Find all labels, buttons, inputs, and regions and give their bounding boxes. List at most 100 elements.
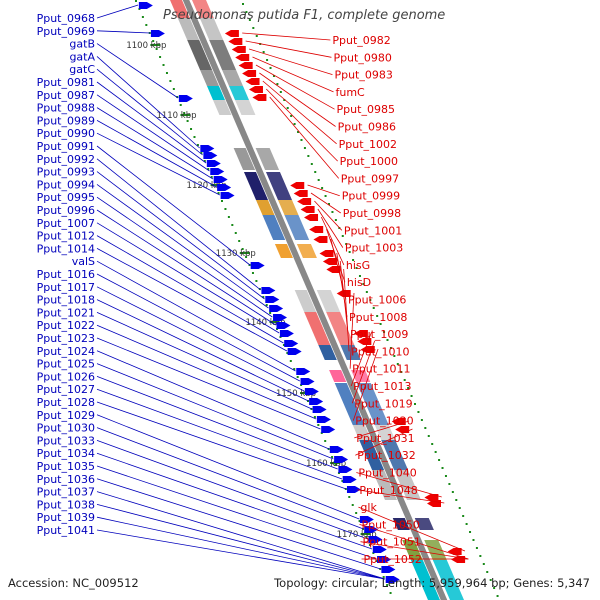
scale-dot	[238, 240, 241, 242]
right-gene-arrow	[313, 236, 328, 243]
right-gene-label: Pput_1032	[357, 449, 415, 462]
scale-dot	[276, 83, 279, 85]
left-label-connector	[96, 81, 207, 164]
feature-block	[359, 440, 385, 470]
scale-dot	[217, 192, 220, 194]
right-gene-label: Pput_1006	[348, 294, 406, 307]
left-label-connector	[96, 363, 334, 460]
right-gene-label: Pput_1050	[361, 518, 419, 531]
scale-dot	[193, 136, 196, 138]
right-gene-arrow	[228, 38, 243, 45]
feature-block	[200, 70, 219, 86]
right-gene-arrow	[424, 494, 439, 501]
feature-block	[192, 0, 214, 18]
feature-block	[265, 172, 292, 200]
scale-dot	[341, 235, 344, 237]
scale-dot	[183, 112, 186, 114]
right-gene-label: Pput_1019	[354, 397, 412, 410]
left-gene-label: Pput_0992	[37, 153, 95, 166]
scale-dot	[328, 203, 330, 205]
scale-dot	[251, 272, 254, 274]
scale-dot	[334, 464, 337, 466]
feature-block	[256, 200, 275, 215]
scale-dot	[451, 491, 454, 493]
left-label-connector	[96, 478, 381, 570]
right-gene-label: hisG	[346, 259, 370, 272]
scale-dot	[317, 179, 320, 181]
left-gene-arrow	[321, 426, 336, 433]
right-gene-arrow	[309, 226, 324, 233]
left-label-connector	[96, 376, 338, 470]
left-gene-label: Pput_1029	[37, 409, 95, 422]
feature-block	[394, 470, 421, 500]
scale-dot	[434, 451, 437, 453]
feature-block	[213, 100, 232, 115]
left-gene-arrow	[329, 446, 344, 453]
left-gene-arrow	[210, 168, 225, 175]
feature-block	[372, 470, 397, 500]
right-gene-arrow	[231, 46, 246, 53]
left-gene-arrow	[213, 176, 228, 183]
left-gene-arrow	[316, 416, 331, 423]
scale-dot	[455, 499, 458, 501]
right-label-connector	[252, 56, 334, 93]
left-gene-label: valS	[72, 255, 95, 268]
feature-block	[432, 560, 464, 600]
left-gene-arrow	[385, 576, 400, 583]
scale-dot	[331, 456, 334, 458]
right-gene-arrow	[395, 426, 410, 433]
scale-dot	[362, 283, 365, 285]
scale-dot	[200, 152, 203, 154]
scale-dot	[245, 256, 248, 258]
right-gene-label: Pput_0982	[332, 34, 390, 47]
scale-dot	[324, 440, 327, 442]
scale-dot	[186, 120, 189, 122]
accession-text: Accession: NC_009512	[8, 576, 139, 590]
scale-dot	[286, 352, 289, 354]
scale-dot	[369, 299, 372, 301]
left-gene-arrow	[250, 262, 265, 269]
scale-dot	[162, 64, 165, 66]
scale-dot	[355, 512, 358, 514]
left-label-connector	[96, 120, 217, 188]
right-gene-arrow	[224, 30, 239, 37]
left-gene-arrow	[276, 322, 291, 329]
scale-dot	[424, 427, 427, 429]
scale-dot	[317, 424, 320, 426]
left-gene-label: Pput_1026	[37, 370, 95, 383]
scale-dot	[386, 584, 389, 586]
left-gene-label: Pput_0990	[37, 127, 95, 140]
right-label-connector	[343, 268, 350, 352]
right-gene-arrow	[297, 198, 312, 205]
left-gene-arrow	[304, 388, 319, 395]
right-gene-label: Pput_1010	[351, 345, 409, 358]
left-gene-arrow	[279, 330, 294, 337]
topology-text: Topology: circular; Length: 5,959,964 bp…	[274, 576, 590, 590]
right-gene-arrow	[242, 70, 257, 77]
left-label-connector	[96, 324, 317, 420]
scale-dot	[169, 80, 172, 82]
left-gene-label: Pput_1033	[37, 434, 95, 447]
right-gene-arrow	[300, 206, 315, 213]
left-gene-arrow	[296, 368, 311, 375]
scale-dot	[365, 536, 368, 538]
scale-dot	[444, 475, 447, 477]
left-label-connector	[96, 56, 200, 149]
right-gene-label: Pput_0983	[334, 69, 392, 82]
left-gene-label: Pput_1035	[37, 460, 95, 473]
left-label-connector	[96, 337, 321, 430]
scale-dot	[348, 251, 351, 253]
scale-dot	[313, 416, 316, 418]
scale-dot	[227, 216, 230, 218]
scale-dot	[321, 187, 324, 189]
scale-dot	[224, 208, 227, 210]
left-gene-label: Pput_1022	[37, 319, 95, 332]
scale-dot	[293, 123, 296, 125]
feature-block	[304, 312, 331, 345]
scale-dot	[269, 312, 272, 314]
right-strand-genes	[224, 30, 466, 563]
scale-dot	[135, 0, 137, 2]
feature-block	[274, 244, 293, 258]
scale-dot	[241, 248, 244, 250]
